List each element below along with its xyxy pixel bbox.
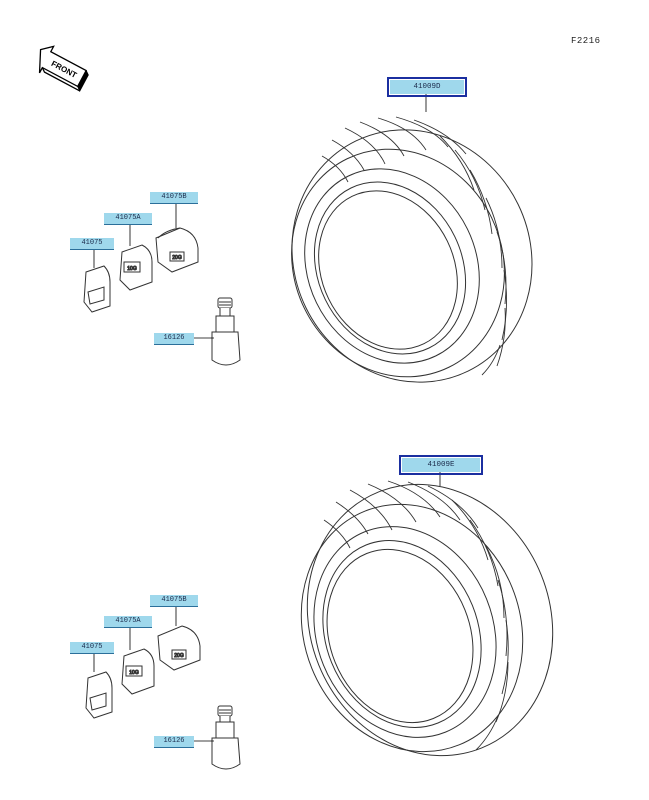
weight-mark-a-upper: 10G (127, 266, 137, 272)
part-label-41075b-upper[interactable]: 41075B (150, 192, 198, 204)
balance-weight-41075a-upper: 10G (119, 244, 153, 291)
part-label-41009e[interactable]: 41009E (399, 455, 483, 475)
balance-weight-41075b-upper: 20G (155, 227, 199, 273)
weight-mark-b-lower: 20G (174, 653, 184, 659)
leader-lines (93, 94, 441, 742)
balance-weight-41075-upper (83, 265, 111, 313)
front-tire (291, 116, 533, 383)
tire-valve-16126-upper (211, 297, 241, 366)
balance-weight-41075b-lower: 20G (157, 625, 201, 671)
rear-tire (300, 480, 554, 757)
weight-mark-b-upper: 20G (172, 255, 182, 261)
front-arrow-icon: FRONT (38, 45, 89, 93)
part-label-41075-upper[interactable]: 41075 (70, 238, 114, 250)
part-label-41075-lower[interactable]: 41075 (70, 642, 114, 654)
part-label-41009d[interactable]: 41009D (387, 77, 467, 97)
tire-valve-16126-lower (211, 705, 241, 770)
balance-weight-41075a-lower: 10G (121, 648, 155, 695)
part-label-41075a-upper[interactable]: 41075A (104, 213, 152, 225)
balance-weight-41075-lower (85, 671, 113, 719)
part-label-41075b-lower[interactable]: 41075B (150, 595, 198, 607)
part-label-16126-upper[interactable]: 16126 (154, 333, 194, 345)
diagram-reference-code: F2216 (571, 36, 601, 46)
part-label-16126-lower[interactable]: 16126 (154, 736, 194, 748)
part-label-41075a-lower[interactable]: 41075A (104, 616, 152, 628)
weight-mark-a-lower: 10G (129, 670, 139, 676)
